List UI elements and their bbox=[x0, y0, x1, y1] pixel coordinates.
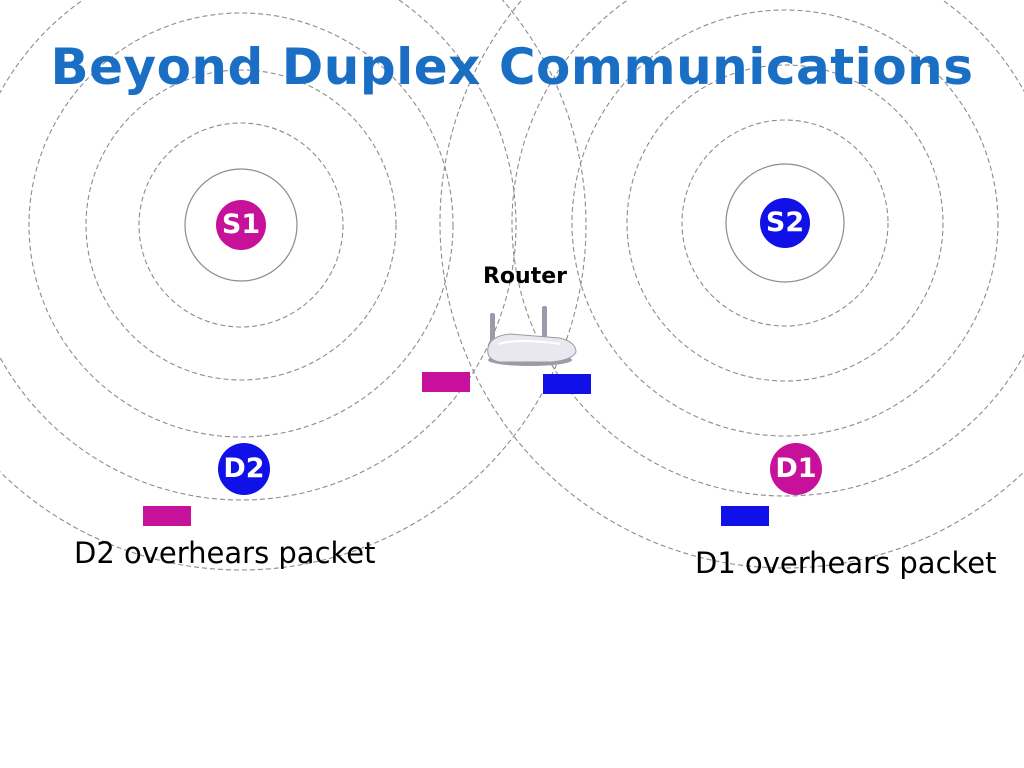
packet-magenta-at-d2 bbox=[143, 506, 191, 526]
packet-blue-at-d1 bbox=[721, 506, 769, 526]
router-highlight bbox=[497, 340, 561, 345]
s1-signal-rings bbox=[0, 0, 587, 571]
d2-node bbox=[218, 443, 270, 495]
s2-ring-2 bbox=[681, 119, 889, 327]
wireless-router-icon bbox=[487, 306, 577, 366]
s1-ring-inner bbox=[184, 168, 298, 282]
s1-label: S1 bbox=[221, 209, 261, 240]
packet-magenta-near-router bbox=[422, 372, 470, 392]
d1-node bbox=[770, 443, 822, 495]
s1-ring-6 bbox=[0, 0, 587, 571]
s2-ring-inner bbox=[725, 163, 845, 283]
router-antenna-right bbox=[542, 306, 547, 346]
packet-blue-near-router bbox=[543, 374, 591, 394]
d1-label: D1 bbox=[775, 453, 817, 484]
s1-ring-4 bbox=[28, 12, 454, 438]
s1-ring-5 bbox=[0, 0, 517, 501]
s1-node bbox=[216, 200, 266, 250]
s2-ring-3 bbox=[626, 64, 944, 382]
s2-label: S2 bbox=[765, 207, 805, 238]
s1-ring-2 bbox=[138, 122, 344, 328]
d1-caption: D1 overhears packet bbox=[695, 546, 997, 580]
slide-title: Beyond Duplex Communications bbox=[50, 38, 974, 96]
s1-ring-3 bbox=[85, 69, 397, 381]
router-body bbox=[487, 333, 577, 363]
s2-signal-rings bbox=[439, 0, 1024, 569]
d2-caption: D2 overhears packet bbox=[74, 536, 376, 570]
d2-label: D2 bbox=[223, 453, 265, 484]
router-label: Router bbox=[482, 264, 567, 289]
s2-ring-5 bbox=[511, 0, 1024, 497]
s2-ring-6 bbox=[439, 0, 1024, 569]
s2-ring-4 bbox=[571, 9, 999, 437]
s2-node bbox=[760, 198, 810, 248]
